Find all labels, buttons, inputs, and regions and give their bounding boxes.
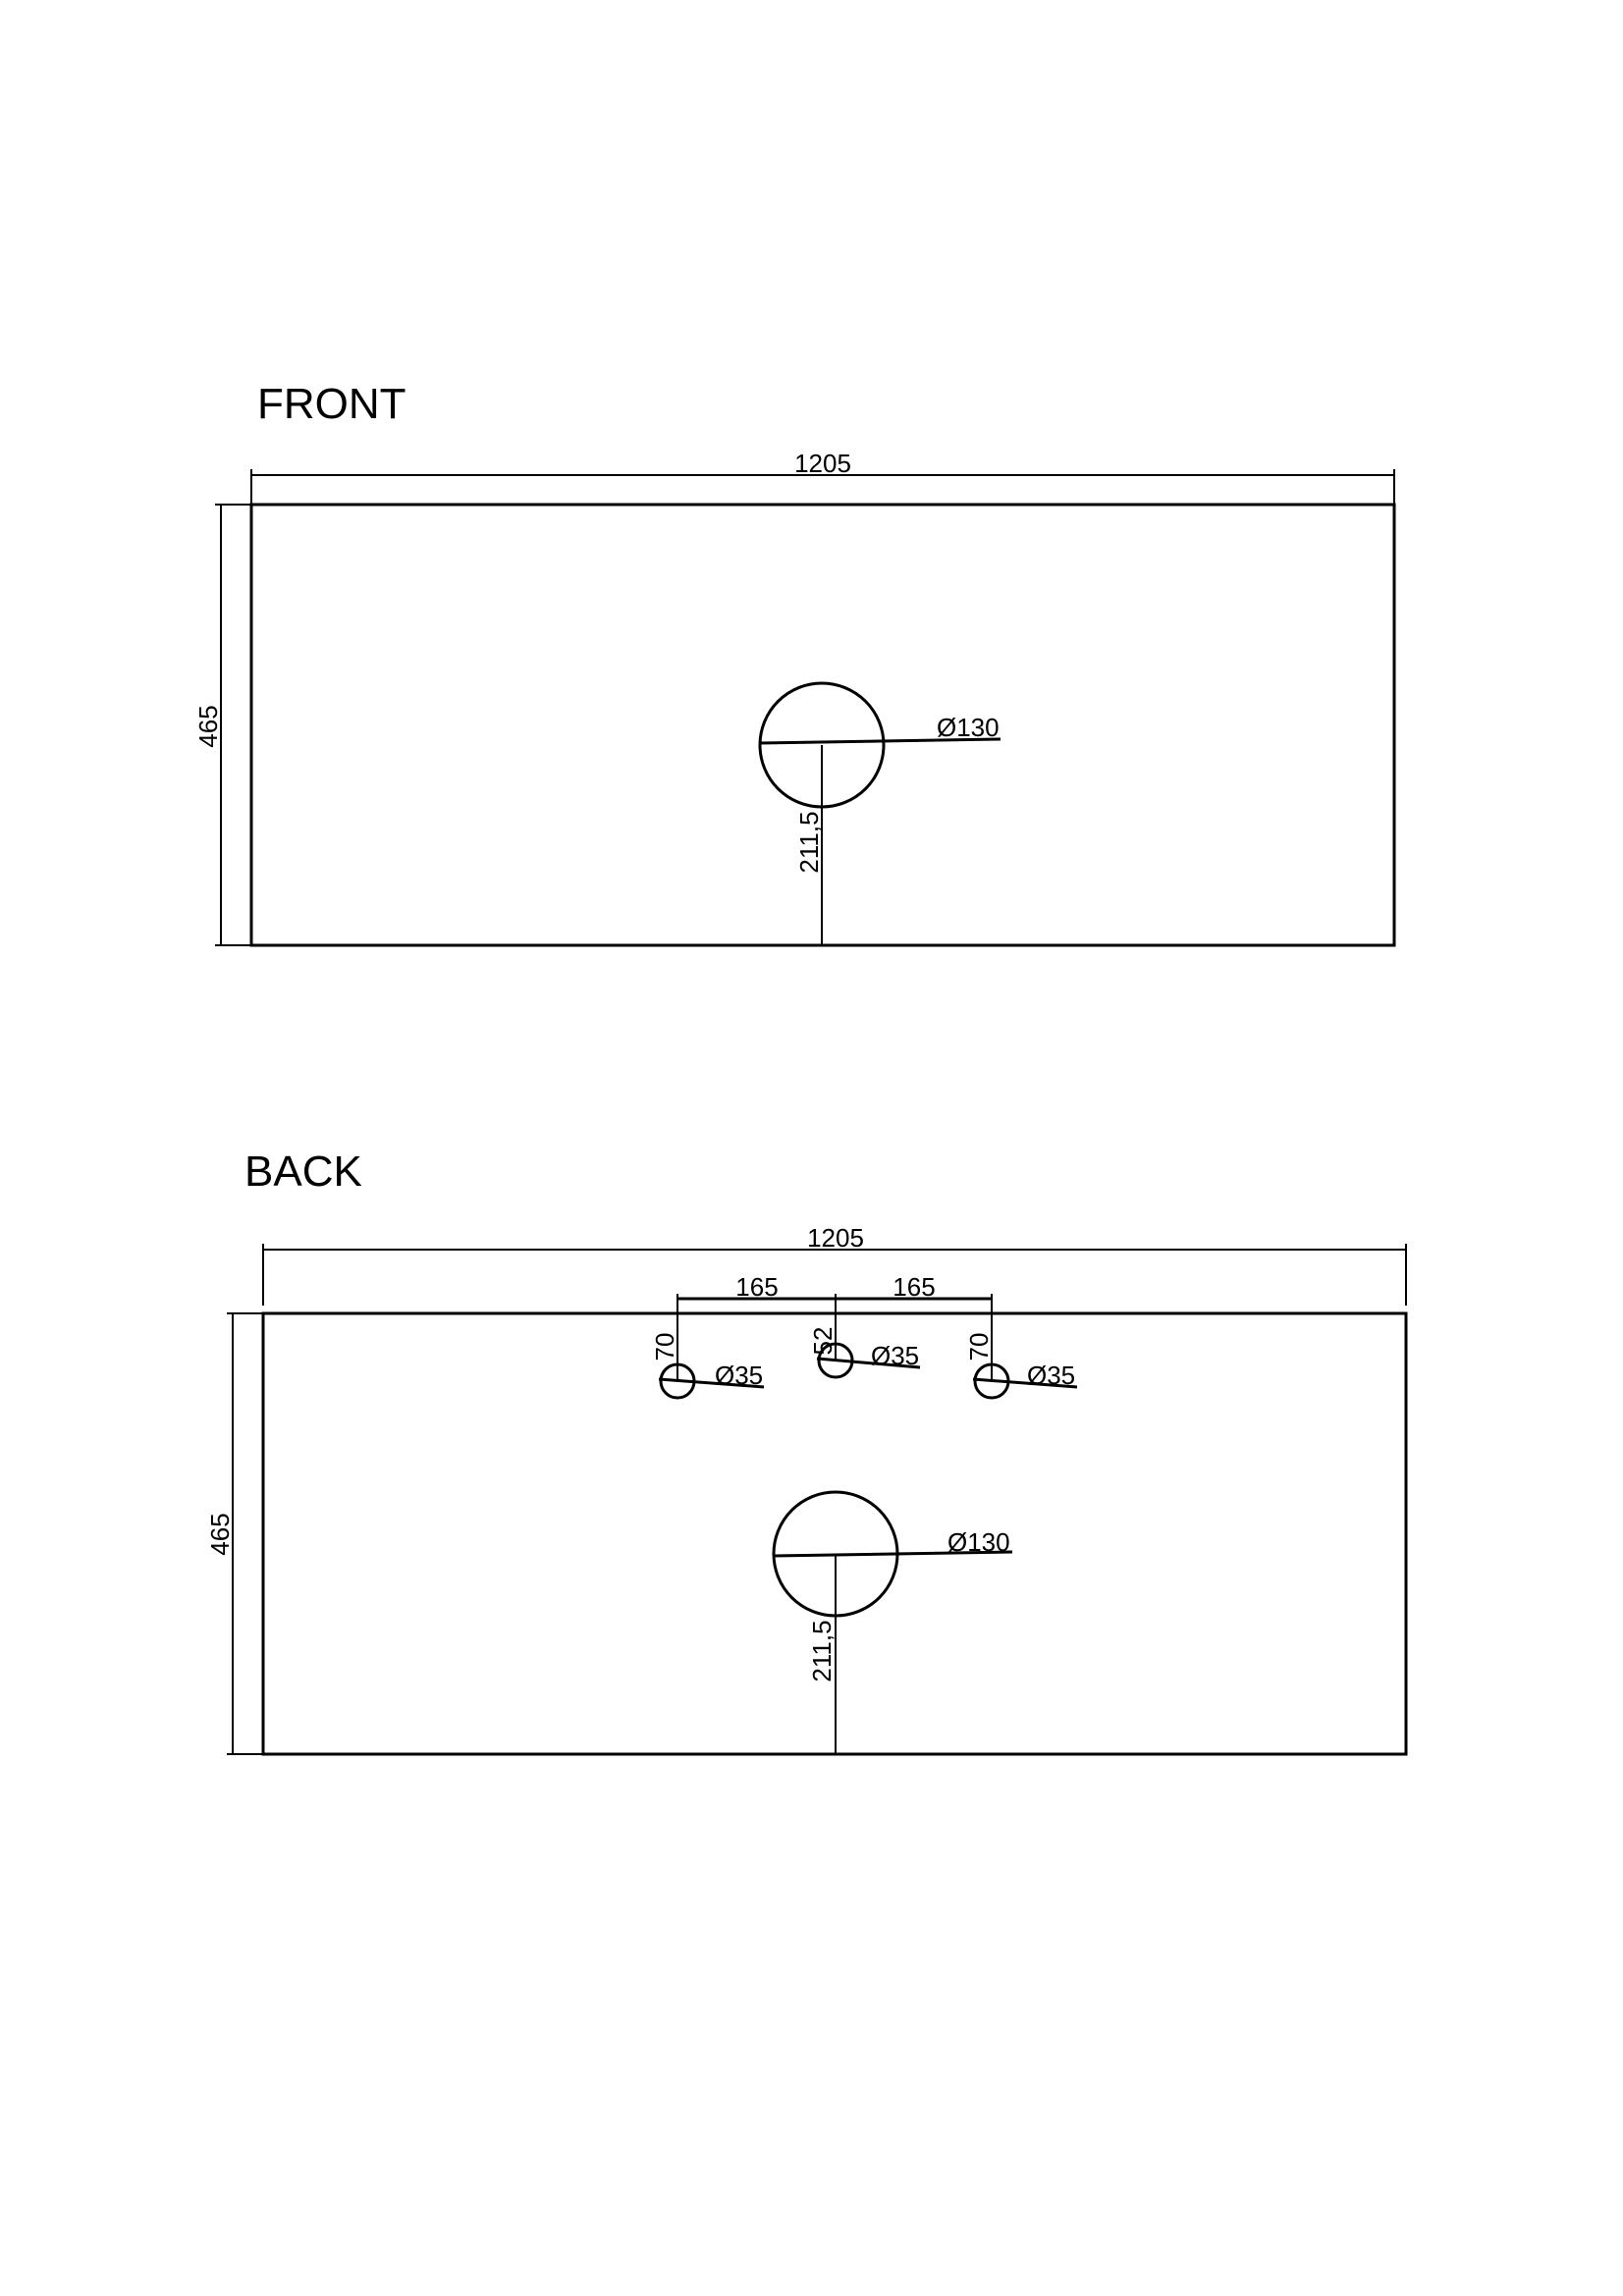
back-hole-diameter-label: Ø130 [947,1527,1010,1557]
front-hole-leader [759,737,1001,745]
tap-spacing-right-label: 165 [893,1272,935,1302]
center-tap-diameter-label: Ø35 [871,1341,919,1370]
right-tap-diameter-label: Ø35 [1027,1361,1075,1390]
left-tap-leader [658,1377,765,1389]
front-hole-offset-label: 211,5 [794,811,824,873]
center-tap-leader [816,1357,921,1369]
back-title: BACK [244,1148,362,1196]
front-hole-diameter-label: Ø130 [937,713,1000,742]
back-width-label: 1205 [807,1223,864,1253]
front-title: FRONT [257,380,406,428]
right-tap-leader [972,1377,1078,1389]
back-hole-leader [773,1550,1013,1558]
front-width-label: 1205 [794,449,851,478]
tap-spacing-left-label: 165 [735,1272,778,1302]
front-height-label: 465 [193,705,223,747]
back-hole-offset-label: 211,5 [807,1620,837,1682]
back-height-label: 465 [205,1513,235,1555]
left-tap-diameter-label: Ø35 [715,1361,763,1390]
right-tap-offset-label: 70 [964,1333,994,1362]
front-view: FRONT 1205 465 Ø130 211,5 [193,380,1396,947]
back-view: BACK 1205 465 165 165 70 Ø35 52 Ø35 70 Ø… [205,1148,1408,1756]
left-tap-offset-label: 70 [650,1333,679,1362]
